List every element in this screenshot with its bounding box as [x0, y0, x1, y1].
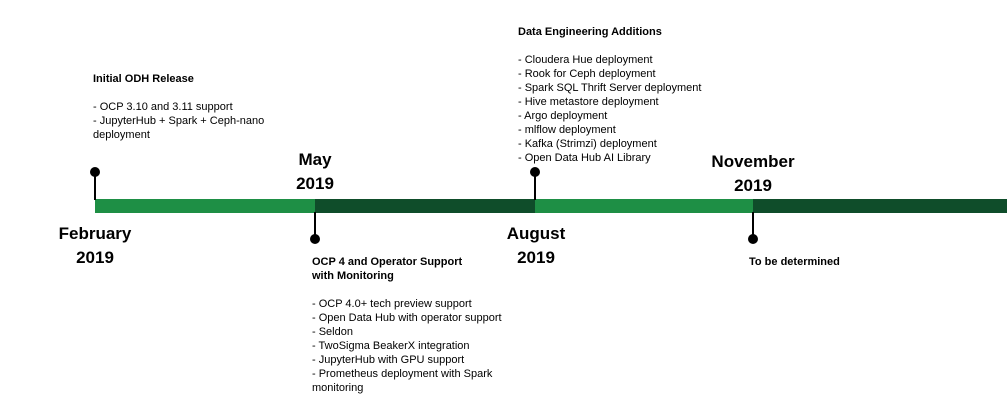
may-note-item: - TwoSigma BeakerX integration: [312, 340, 470, 352]
aug-note-item: - Rook for Ceph deployment: [518, 68, 656, 80]
feb-note-title: Initial ODH Release: [93, 73, 194, 85]
may-marker-stem: [314, 212, 316, 238]
may-note-item: - Prometheus deployment with Spark monit…: [312, 368, 493, 394]
may-note-list: - OCP 4.0+ tech preview support - Open D…: [312, 297, 512, 395]
may-marker-dot: [310, 234, 320, 244]
timeline-segment-nov-end: [753, 199, 1007, 213]
aug-marker-stem: [534, 176, 536, 200]
aug-note-item: - Hive metastore deployment: [518, 96, 659, 108]
nov-month: November: [711, 152, 795, 171]
feb-note-item: - JupyterHub + Spark + Ceph-nano deploym…: [93, 115, 265, 141]
may-note-item: - JupyterHub with GPU support: [312, 354, 465, 366]
aug-date-label: August 2019: [486, 222, 586, 270]
nov-year: 2019: [734, 176, 772, 195]
may-year: 2019: [296, 174, 334, 193]
aug-note-item: - Argo deployment: [518, 110, 608, 122]
may-note-item: - OCP 4.0+ tech preview support: [312, 298, 472, 310]
nov-note-title: To be determined: [749, 256, 840, 268]
feb-month: February: [58, 224, 132, 243]
may-note-item: - Seldon: [312, 326, 353, 338]
aug-year: 2019: [517, 248, 555, 267]
may-date-label: May 2019: [265, 148, 365, 196]
aug-month: August: [506, 224, 566, 243]
aug-note-list: - Cloudera Hue deployment - Rook for Cep…: [518, 53, 748, 165]
feb-date-label: February 2019: [45, 222, 145, 270]
may-note-title-line2: with Monitoring: [312, 270, 394, 282]
aug-note-item: - Spark SQL Thrift Server deployment: [518, 82, 702, 94]
aug-note-item: - Open Data Hub AI Library: [518, 152, 651, 164]
timeline-segment-feb-may: [95, 199, 315, 213]
may-note-item: - Open Data Hub with operator support: [312, 312, 502, 324]
feb-year: 2019: [76, 248, 114, 267]
aug-note-item: - Kafka (Strimzi) deployment: [518, 138, 657, 150]
nov-marker-dot: [748, 234, 758, 244]
may-note-title: OCP 4 and Operator Support with Monitori…: [312, 255, 462, 283]
feb-marker-dot: [90, 167, 100, 177]
aug-marker-dot: [530, 167, 540, 177]
feb-marker-stem: [94, 172, 96, 200]
aug-note-title: Data Engineering Additions: [518, 26, 662, 38]
feb-note-list: - OCP 3.10 and 3.11 support - JupyterHub…: [93, 100, 283, 142]
nov-date-label: November 2019: [697, 150, 809, 198]
may-month: May: [298, 150, 332, 169]
feb-note-item: - OCP 3.10 and 3.11 support: [93, 101, 233, 113]
timeline-segment-aug-nov: [535, 199, 753, 213]
may-note-title-line1: OCP 4 and Operator Support: [312, 256, 463, 268]
nov-marker-stem: [752, 212, 754, 238]
aug-note-item: - Cloudera Hue deployment: [518, 54, 653, 66]
aug-note-item: - mlflow deployment: [518, 124, 616, 136]
timeline-segment-may-aug: [315, 199, 535, 213]
